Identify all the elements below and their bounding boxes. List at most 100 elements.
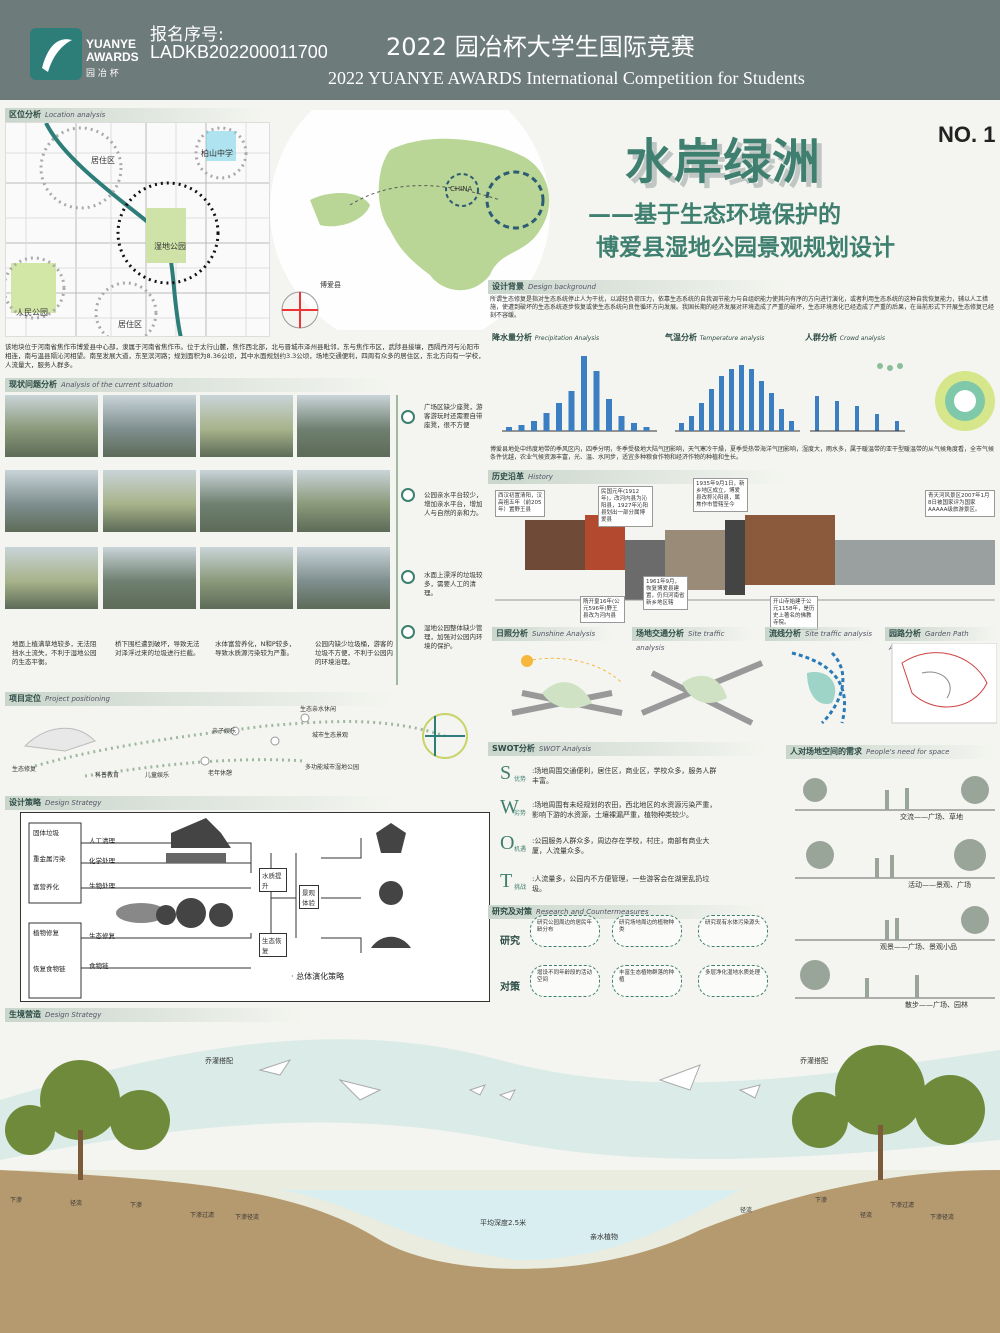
note-marker (401, 488, 415, 502)
site-photo (5, 470, 98, 532)
map-label-residential-2: 居住区 (118, 320, 142, 329)
temp-bar (719, 376, 724, 431)
china-label: CHINA (450, 185, 473, 193)
note-4: 湿地公园整体缺少管理，加强对公园内环境的保护。 (424, 624, 483, 650)
crowd-label: 人群分析 Crowd analysis (805, 333, 886, 342)
strat-item-2: 化学处理 (89, 857, 115, 865)
temp-bar (789, 421, 794, 431)
history-note-7: 青天河风景区2007年1月8日被国家评为国家AAAAA级旅游景区。 (925, 490, 995, 517)
swot-text: :人流量多，公园内不方便管理，一些游客会在湖里乱扔垃圾。 (532, 875, 710, 893)
precip-bar (631, 423, 637, 431)
research-bubble-1: 研究公园周边的居民年龄分布 (530, 915, 600, 947)
pos-item-8: 多功能城市湿地公园 (305, 764, 360, 771)
answer-bubble-3: 多层净化湿地水质处理 (698, 965, 768, 997)
map-label-peoples-park: 人民公园 (16, 308, 48, 317)
history-note-2: 民国元年(1912年)，改河内县为沁阳县，1927年沁阳县划出一部分属博爱县 (598, 486, 653, 527)
pos-item-5: 科普教育 (95, 772, 120, 779)
strat-group-5: 恢复食物链 (33, 965, 66, 973)
swot-text: :公园服务人群众多，周边存在学校，村庄，南部有商业大厦，人流量众多。 (532, 837, 710, 855)
strategy-diagram: 固体垃圾 重金属污染 富营养化 植物修复 恢复食物链 人工清理 化学处理 生物处… (20, 812, 490, 1002)
history-note-4: 1961年9月，恢复博爱县建置，仍归河南省新乡地区辖 (643, 576, 688, 610)
bottom-note-2: 桥下围栏遭到破坏，导致无法对泽浮过来的垃圾进行拦截。 (115, 640, 200, 657)
temp-bar (749, 369, 754, 431)
registration-number: LADKB202200011700 (150, 42, 328, 62)
map-label-residential: 居住区 (91, 156, 115, 165)
analysis-diagrams (511, 643, 997, 726)
bottom-note-1: 地面上植满草地较多，无法阻挡水土流失，不利于湿地公园的生态平衡。 (12, 640, 97, 666)
crowd-chart (810, 363, 995, 432)
precip-bar (643, 427, 650, 431)
logo-icon (30, 28, 82, 80)
strat-item-5: 食物链 (89, 962, 109, 970)
temp-chart (675, 365, 800, 432)
site-photo (200, 470, 293, 532)
precip-bar (593, 371, 600, 431)
temp-label: 气温分析 Temperature analysis (665, 333, 765, 342)
node-water-quality: 水质提升 (259, 868, 287, 892)
site-photo (103, 395, 196, 457)
flow-label: 下渗 (815, 1197, 828, 1204)
node-eco-recovery: 生态恢复 (259, 933, 287, 957)
swot-letter: T (500, 870, 513, 892)
temp-bar (779, 409, 784, 431)
location-description: 该地块位于河南省焦作市博爱县中心部，隶属于河南省焦作市。位于太行山麓，焦作西北部… (5, 343, 485, 369)
precip-label: 降水量分析 Precipitation Analysis (492, 333, 600, 342)
history-strip (495, 490, 995, 620)
precip-bar (518, 425, 525, 431)
header-banner: YUANYE AWARDS 园 冶 杯 报名序号: LADKB202200011… (0, 0, 1000, 100)
pos-item-2: 亲子娱乐 (212, 728, 237, 735)
tree-label-right: 乔灌搭配 (800, 1057, 828, 1065)
habitat-section-illustration (0, 1039, 1000, 1333)
strat-group-4: 植物修复 (33, 929, 59, 937)
map-label-wetland-park: 湿地公园 (154, 242, 186, 251)
pos-item-3: 城市生态景观 (312, 732, 349, 739)
flow-label: 下渗过滤 (190, 1212, 215, 1219)
note-marker (401, 410, 415, 424)
temp-bar (759, 381, 764, 431)
note-marker (401, 625, 415, 639)
site-photo (297, 547, 390, 609)
swot-text: :场地周围有未经规划的农田，西北地区的水资源污染严重，影响下游的水资源，土壤裸漏… (532, 801, 717, 819)
pos-item-7: 老年休憩 (208, 770, 233, 777)
flow-label: 下渗过滤 (890, 1202, 915, 1209)
competition-title-cn: 2022 园冶杯大学生国际竞赛 (386, 33, 695, 61)
temp-bar (729, 369, 734, 431)
page-subtitle-1: ——基于生态环境保护的 (588, 202, 841, 228)
depth-label: 平均深度2.5米 (480, 1219, 527, 1227)
people-caption-3: 观景——广场、景观小品 (880, 943, 957, 951)
people-caption-1: 交流——广场、草地 (900, 813, 963, 821)
boai-label: 博爱县 (320, 281, 341, 289)
pos-item-1: 生态亲水休闲 (300, 706, 337, 713)
temp-bar (699, 403, 704, 431)
site-photo (5, 547, 98, 609)
history-note-5: 隋开皇16年(公元596年)野王县改为河内县 (580, 596, 625, 623)
strat-item-1: 人工清理 (89, 837, 115, 845)
countermeasure-row-label: 对策 (500, 982, 520, 993)
note-2: 公园亲水平台较少，增加亲水平台，增加人与自然的亲和力。 (424, 491, 483, 517)
temp-bar (679, 423, 684, 431)
precip-bar (618, 416, 625, 431)
temp-bar (739, 365, 744, 431)
divider (396, 395, 398, 685)
note-1: 广场区缺少座凳，游客游玩时还需要自带座凳，很不方便 (424, 403, 483, 429)
positioning-diagram (23, 713, 468, 778)
strat-item-4: 生态修复 (89, 932, 115, 940)
strat-group-3: 富营养化 (33, 883, 59, 891)
temp-bar (689, 416, 694, 431)
site-photo (103, 470, 196, 532)
site-photo (200, 395, 293, 457)
precip-bar (556, 403, 562, 431)
sheet-number: NO. 1 (938, 122, 996, 147)
bottom-note-3: 水体富营养化，N和P较多，导致水质源污染较为严重。 (215, 640, 296, 657)
history-note-1: 西汉初置清阳，汉高祖五年（前205年）置野王县 (495, 490, 545, 517)
precip-bar (606, 399, 612, 431)
precip-bar (543, 413, 550, 431)
